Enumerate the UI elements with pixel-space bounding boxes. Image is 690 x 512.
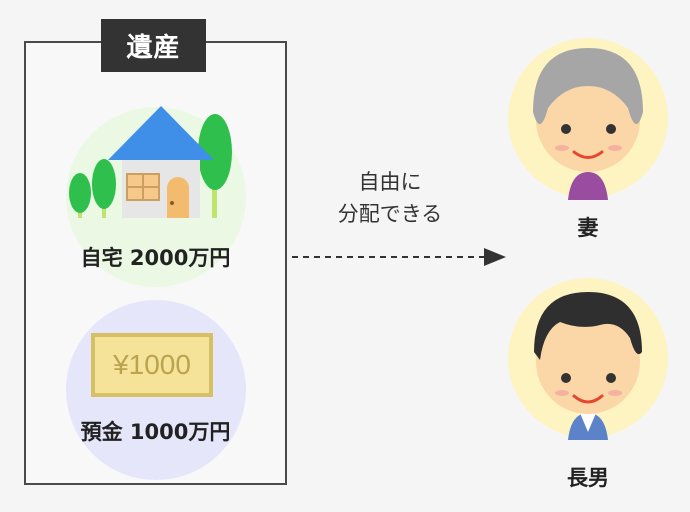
arrow-icon [292,248,506,266]
arrow-note-line2: 分配できる [337,202,443,226]
banknote-icon: ¥1000 [91,333,213,397]
arrow-note-line1: 自由に [358,170,422,194]
house-icon [108,106,214,218]
son-avatar [508,278,668,440]
house-value: 自宅 2000万円 [80,246,231,270]
deposit-value: 預金 1000万円 [80,420,231,444]
banknote-text: ¥1000 [112,349,191,380]
wife-avatar [508,38,668,200]
tree-icon [69,114,232,218]
estate-label: 遺産 [101,19,206,72]
arrow-note: 自由に 分配できる [330,166,450,230]
heir-name-wife: 妻 [577,216,599,240]
heir-name-son: 長男 [567,466,609,490]
